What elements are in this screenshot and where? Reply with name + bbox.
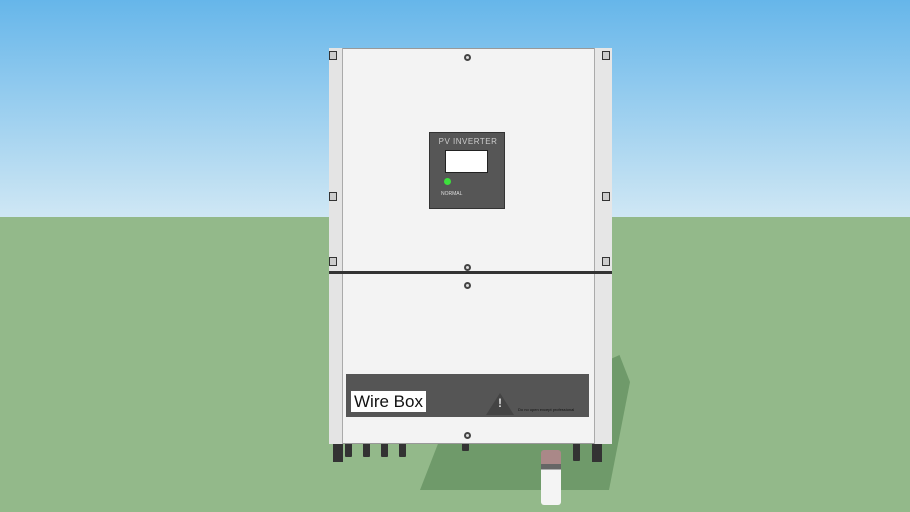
inverter-side-right [594,48,612,444]
label-band: Wire Box ! Do no open except professiona… [346,374,589,417]
dc-connector [345,443,352,457]
dc-connector [363,443,370,457]
screw-icon [464,282,471,289]
mount-foot-left [333,440,343,462]
status-text: NORMAL [441,191,463,197]
wire-box-label: Wire Box [351,391,426,412]
panel-seam [329,271,612,274]
bracket-icon [602,257,610,266]
screw-icon [464,432,471,439]
dc-connector [399,443,406,457]
bracket-icon [602,51,610,60]
ground-terminal [573,443,580,461]
screw-icon [464,54,471,61]
bracket-icon [602,192,610,201]
mount-foot-right [592,440,602,462]
bracket-icon [329,192,337,201]
lcd-screen [445,150,488,173]
warning-text: Do no open except professional [518,407,575,412]
dc-connector [381,443,388,457]
cable-gland [541,450,561,505]
inverter-side-left [329,48,343,444]
bracket-icon [329,257,337,266]
vent-plug [462,443,469,451]
display-panel: PV INVERTER NORMAL [429,132,505,209]
screw-icon [464,264,471,271]
exclamation-icon: ! [498,396,502,410]
status-led-icon [444,178,451,185]
warning-triangle-icon [486,393,514,415]
display-title: PV INVERTER [438,137,498,146]
bracket-icon [329,51,337,60]
